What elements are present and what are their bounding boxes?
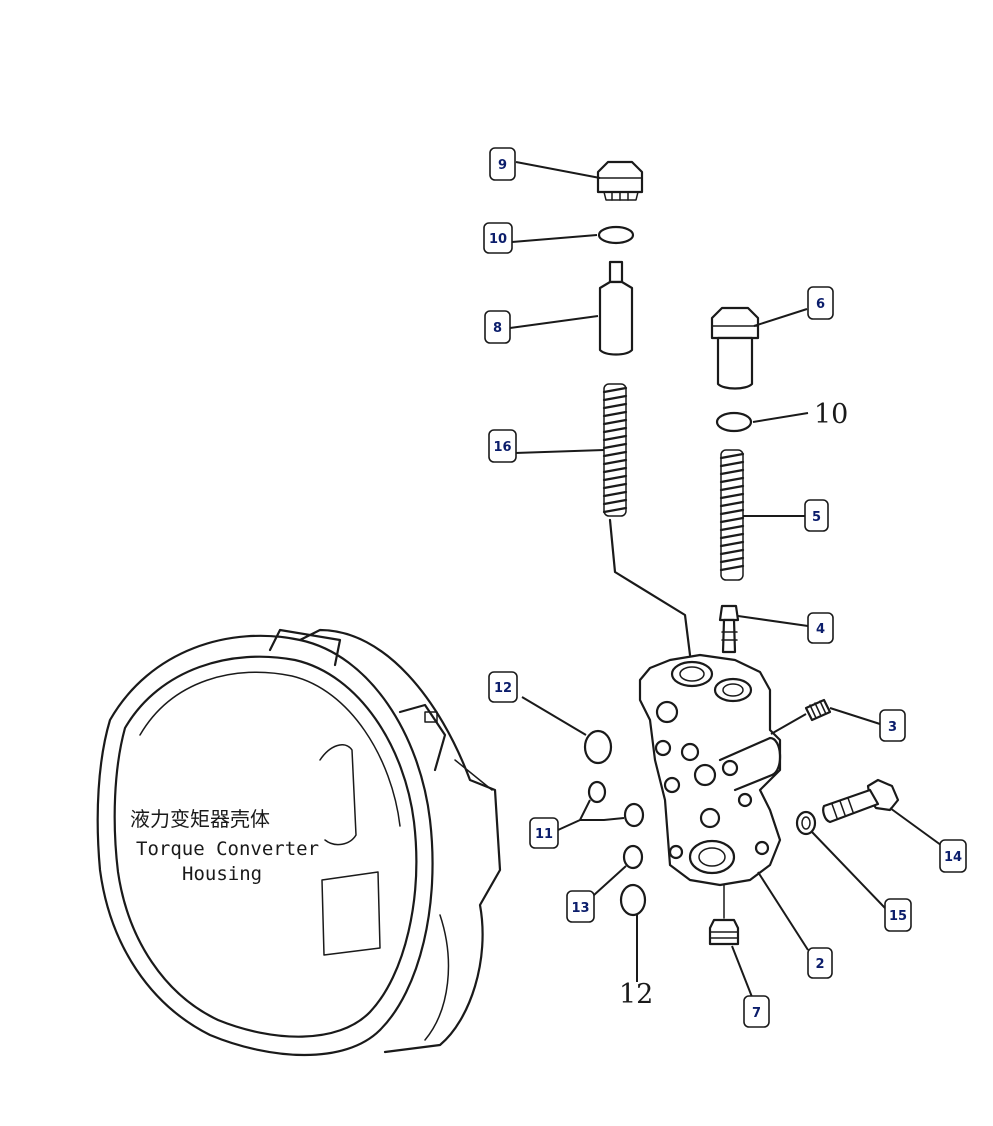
svg-text:5: 5 — [812, 510, 821, 525]
part-10-o-ring-top — [597, 225, 635, 245]
svg-text:11: 11 — [535, 827, 553, 842]
label-12-plain: 12 — [619, 979, 653, 1010]
leader-lines — [509, 161, 946, 998]
svg-text:13: 13 — [571, 901, 589, 916]
part-15-washer — [795, 810, 817, 836]
assembly-line-spring-to-body — [608, 518, 692, 657]
part-16-spring — [602, 383, 628, 517]
part-12-o-ring-upper — [583, 729, 613, 765]
part-3-screw — [804, 698, 832, 722]
svg-text:12: 12 — [494, 681, 512, 696]
housing-label-cn: 液力变矩器壳体 — [130, 807, 270, 831]
callout-4[interactable]: 4 — [807, 612, 834, 644]
svg-text:10: 10 — [489, 232, 507, 247]
callout-7[interactable]: 7 — [743, 995, 770, 1028]
label-10-plain: 10 — [814, 399, 848, 430]
svg-text:8: 8 — [493, 321, 502, 336]
callout-10-top[interactable]: 10 — [483, 222, 513, 254]
svg-text:2: 2 — [815, 957, 824, 972]
svg-text:3: 3 — [888, 720, 897, 735]
callout-6[interactable]: 6 — [807, 286, 834, 320]
svg-text:9: 9 — [498, 158, 507, 173]
callout-3[interactable]: 3 — [879, 709, 906, 742]
part-9-plug — [596, 160, 644, 201]
part-7-plug — [708, 918, 740, 946]
part-4-valve — [718, 604, 740, 654]
svg-text:14: 14 — [944, 850, 962, 865]
part-5-spring — [719, 449, 745, 581]
callout-13[interactable]: 13 — [566, 890, 595, 923]
callout-14[interactable]: 14 — [939, 839, 967, 873]
svg-text:6: 6 — [816, 297, 825, 312]
callout-11[interactable]: 11 — [529, 817, 559, 849]
part-8-piston — [598, 260, 634, 356]
callout-5[interactable]: 5 — [804, 499, 829, 532]
part-11-o-ring-small-a — [587, 780, 607, 804]
callout-12-upper[interactable]: 12 — [488, 671, 518, 703]
torque-converter-housing — [96, 628, 502, 1057]
svg-text:15: 15 — [889, 909, 907, 924]
part-14-bolt — [822, 778, 900, 824]
part-12-o-ring-lower — [619, 883, 647, 917]
part-10-o-ring-right — [715, 411, 753, 433]
callout-8[interactable]: 8 — [484, 310, 511, 344]
part-11-o-ring-small-b — [623, 802, 645, 828]
part-2-valve-body — [638, 653, 782, 887]
housing-label-en-line2: Housing — [182, 863, 262, 885]
part-6-plug — [710, 306, 760, 390]
callout-9[interactable]: 9 — [489, 147, 516, 181]
callout-2[interactable]: 2 — [807, 947, 833, 979]
svg-text:4: 4 — [816, 622, 825, 637]
callout-15[interactable]: 15 — [884, 898, 912, 932]
callout-16[interactable]: 16 — [488, 429, 517, 463]
svg-text:7: 7 — [752, 1006, 761, 1021]
svg-text:16: 16 — [493, 440, 511, 455]
housing-label-en-line1: Torque Converter — [136, 838, 319, 860]
part-13-o-ring — [622, 844, 644, 870]
